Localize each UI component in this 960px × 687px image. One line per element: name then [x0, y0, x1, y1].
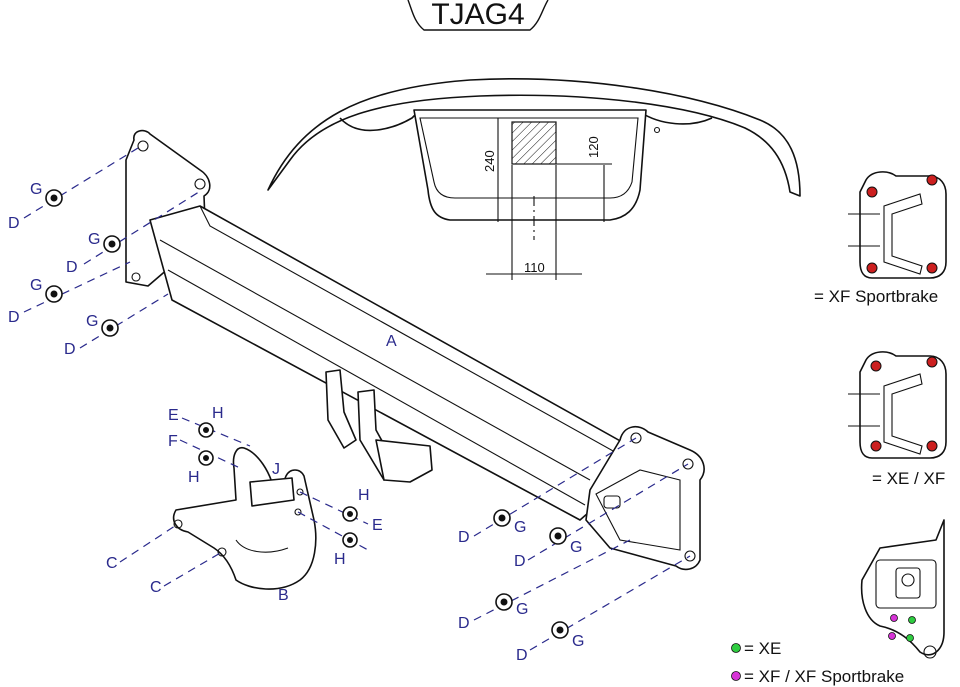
label-h: H: [212, 405, 224, 422]
washer-g-4: [101, 319, 119, 337]
label-d: D: [514, 553, 526, 570]
label-d: D: [516, 647, 528, 664]
variant-caption: = XF Sportbrake: [814, 287, 938, 306]
label-c: C: [150, 579, 162, 596]
label-d: D: [8, 215, 20, 232]
label-g: G: [30, 277, 42, 294]
label-g: G: [572, 633, 584, 650]
label-d: D: [458, 529, 470, 546]
callout-labels: G D G D G D G D E H F H C C H E H G D G …: [8, 181, 584, 664]
label-g: G: [86, 313, 98, 330]
label-g: G: [570, 539, 582, 556]
label-e: E: [372, 517, 383, 534]
legend-item-xe: = XE: [731, 639, 781, 658]
label-g: G: [88, 231, 100, 248]
legend-item-xf: = XF / XF Sportbrake: [731, 667, 904, 686]
label-h: H: [358, 487, 370, 504]
label-b: B: [278, 587, 289, 604]
ball-bracket-b: B J: [172, 446, 317, 604]
label-c: C: [106, 555, 118, 572]
label-d: D: [66, 259, 78, 276]
washer-h-1: [198, 422, 214, 438]
label-j: J: [272, 461, 280, 478]
dimension-120: 120: [586, 136, 601, 158]
label-a: A: [386, 333, 397, 350]
label-g: G: [516, 601, 528, 618]
label-g: G: [30, 181, 42, 198]
washer-h-3: [342, 506, 358, 522]
title-box: TJAG4: [407, 0, 549, 31]
washer-h-4: [342, 532, 358, 548]
side-detail-view: [860, 519, 945, 659]
washer-g-2: [103, 235, 121, 253]
label-e: E: [168, 407, 179, 424]
washer-h-2: [198, 450, 214, 466]
variant-xf-sportbrake: = XF Sportbrake: [814, 171, 947, 306]
legend-label: = XE: [744, 639, 781, 658]
variant-xe-xf: = XE / XF: [848, 351, 947, 488]
washer-g-5: [493, 509, 511, 527]
crossbeam-a: A: [125, 129, 705, 571]
bumper-cutout-view: 240 120 110: [267, 78, 801, 280]
washer-g-3: [45, 285, 63, 303]
legend: = XE = XF / XF Sportbrake: [731, 639, 904, 686]
label-d: D: [64, 341, 76, 358]
label-g: G: [514, 519, 526, 536]
label-f: F: [168, 433, 178, 450]
legend-label: = XF / XF Sportbrake: [744, 667, 904, 686]
variant-caption: = XE / XF: [872, 469, 945, 488]
dimension-240: 240: [482, 150, 497, 172]
label-h: H: [188, 469, 200, 486]
label-h: H: [334, 551, 346, 568]
legend-swatch: [731, 671, 741, 681]
page-title: TJAG4: [431, 0, 524, 31]
legend-swatch: [731, 643, 741, 653]
washer-g-7: [495, 593, 513, 611]
washers: [45, 189, 569, 639]
washer-g-1: [45, 189, 63, 207]
washer-g-6: [549, 527, 567, 545]
label-d: D: [458, 615, 470, 632]
label-d: D: [8, 309, 20, 326]
washer-g-8: [551, 621, 569, 639]
dimension-110: 110: [524, 260, 545, 275]
